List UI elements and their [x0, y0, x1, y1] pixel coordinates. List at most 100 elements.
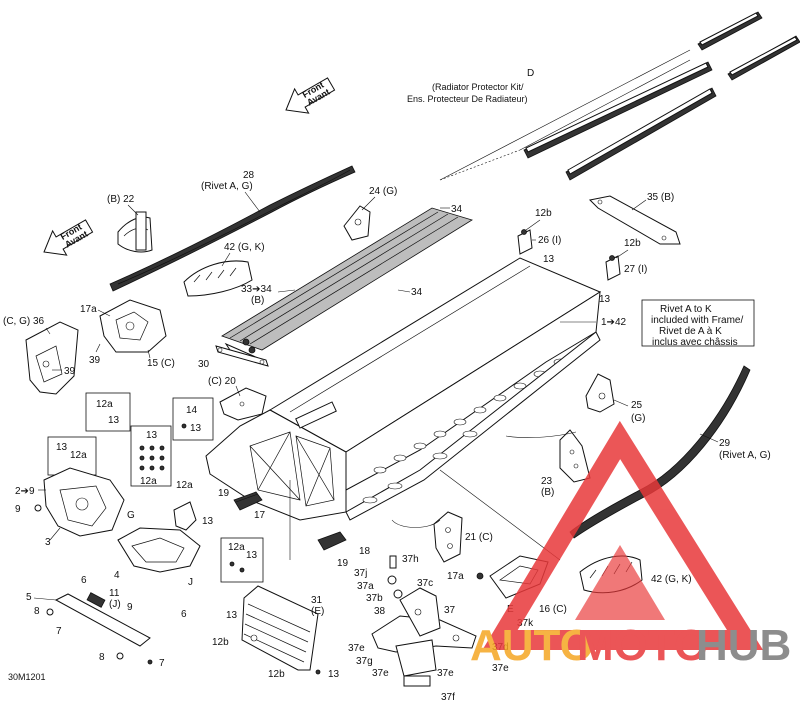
box-14-13 [172, 397, 214, 441]
box-13-12a-left-b: 12a [70, 450, 87, 461]
callout-17: 17 [254, 510, 266, 521]
watermark-triangle-inner [575, 545, 665, 620]
callout-9-b: 9 [127, 602, 133, 613]
part-30-rod [215, 345, 269, 367]
frame-lower-holes [362, 430, 478, 504]
callout-g-a: G [127, 510, 135, 521]
callout-28-sub: (Rivet A, G) [201, 181, 253, 192]
callout-12b-a: 12b [535, 208, 552, 219]
callout-29: 29 [719, 438, 731, 449]
callout-37k: 37k [517, 618, 534, 629]
callout-33-sub: (B) [251, 295, 264, 306]
callout-9-a: 9 [15, 504, 21, 515]
callout-12b-c: 12b [212, 637, 229, 648]
box-14-13-b: 13 [190, 423, 202, 434]
callout-39-a: 39 [64, 366, 76, 377]
callout-7-a: 7 [56, 626, 62, 637]
watermark-triangle-outer [482, 420, 764, 650]
callout-17a-a: 17a [80, 304, 97, 315]
rivet-note-line2: included with Frame/ [651, 315, 743, 326]
callout-23: 23 [541, 476, 553, 487]
rivet-note-line4: inclus avec châssis [652, 337, 738, 348]
callout-37c: 37c [417, 578, 433, 589]
callout-11: 11 [109, 588, 120, 599]
callout-7-b: 7 [159, 658, 165, 669]
part-31-radiator [241, 585, 319, 671]
callout-16: 16 (C) [539, 604, 567, 615]
callout-12b-d: 12b [268, 669, 285, 680]
callout-11-sub: (J) [109, 599, 121, 610]
callout-42-left: 42 (G, K) [224, 242, 265, 253]
part-21-bracket [433, 511, 463, 563]
callout-37g: 37g [356, 656, 373, 667]
rivet-note-line3: Rivet de A à K [659, 326, 722, 337]
box-12a-13-left-b: 13 [108, 415, 120, 426]
callout-34-mid: 34 [411, 287, 423, 298]
part-20-bracket [219, 387, 267, 421]
callout-42-right: 42 (G, K) [651, 574, 692, 585]
callout-4: 4 [114, 570, 120, 581]
bolt-grid [139, 445, 165, 471]
part-3-front-support [43, 467, 125, 537]
watermark-hub: HUB [696, 621, 791, 670]
callout-35: 35 (B) [647, 192, 674, 203]
callout-30: 30 [198, 359, 210, 370]
part-28-slide-rail [109, 165, 356, 292]
watermark-moto: MOTO [577, 621, 708, 670]
callout-28: 28 [243, 170, 255, 181]
part-lower-support [117, 501, 201, 573]
callout-37e-c: 37e [372, 668, 389, 679]
part-26-bracket [517, 229, 533, 255]
part-24-bracket [343, 205, 371, 241]
callout-25: 25 [631, 400, 643, 411]
callout-26: 26 (I) [538, 235, 561, 246]
callout-39-b: 39 [89, 355, 101, 366]
callout-29-sub: (Rivet A, G) [719, 450, 771, 461]
box-13-12a-center-a: 13 [146, 430, 158, 441]
callout-37e-d: 37e [437, 668, 454, 679]
callout-36: (C, G) 36 [3, 316, 45, 327]
callout-37a: 37a [357, 581, 374, 592]
callout-37j: 37j [354, 568, 367, 579]
part-5-footrest-bar [54, 592, 151, 647]
part-29-slide-rail [569, 365, 751, 539]
callout-12b-b: 12b [624, 238, 641, 249]
box-12a-13-lower-a: 12a [228, 542, 245, 553]
box-12a-13-lower [220, 537, 264, 583]
part-27-bracket [605, 255, 621, 281]
watermark-auto: AUTO [470, 621, 594, 670]
box-13-12a-center-b: 12a [140, 476, 157, 487]
callout-19-a: 19 [218, 488, 230, 499]
part-42-protector-left [183, 260, 253, 297]
part-36-bracket [25, 321, 79, 395]
callout-38: 38 [374, 606, 386, 617]
callout-17a-b: 17a [447, 571, 464, 582]
callout-27: 27 (I) [624, 264, 647, 275]
callout-19-b: 19 [337, 558, 349, 569]
callout-5: 5 [26, 592, 32, 603]
part-18-bracket [317, 531, 347, 551]
front-arrow-top: Front Avant [285, 77, 336, 114]
callout-31: 31 [311, 595, 323, 606]
callout-2-9: 2➔9 [15, 486, 35, 497]
frame-tunnel [205, 257, 602, 521]
callout-25-sub: (G) [631, 413, 645, 424]
rivet-note-line1: Rivet A to K [660, 304, 712, 315]
callout-13-d: 13 [226, 610, 238, 621]
callout-37e-b: 37e [492, 663, 509, 674]
box-13-12a-left [47, 436, 97, 476]
part-25-bracket [585, 373, 615, 413]
reference-number: 30M1201 [8, 672, 46, 682]
callout-6-a: 6 [81, 575, 87, 586]
callout-37e-a: 37e [348, 643, 365, 654]
callout-13-a: 13 [543, 254, 555, 265]
callout-3: 3 [45, 537, 51, 548]
callout-d: D [527, 68, 534, 79]
part-37-rear-bracket [371, 555, 477, 687]
callout-24: 24 (G) [369, 186, 397, 197]
watermark-logo: AUTO MOTO HUB [470, 420, 791, 670]
callout-d-desc-line1: (Radiator Protector Kit/ [432, 82, 524, 92]
box-12a-13-left [85, 392, 131, 432]
callout-37h: 37h [402, 554, 419, 565]
box-14-13-a: 14 [186, 405, 198, 416]
